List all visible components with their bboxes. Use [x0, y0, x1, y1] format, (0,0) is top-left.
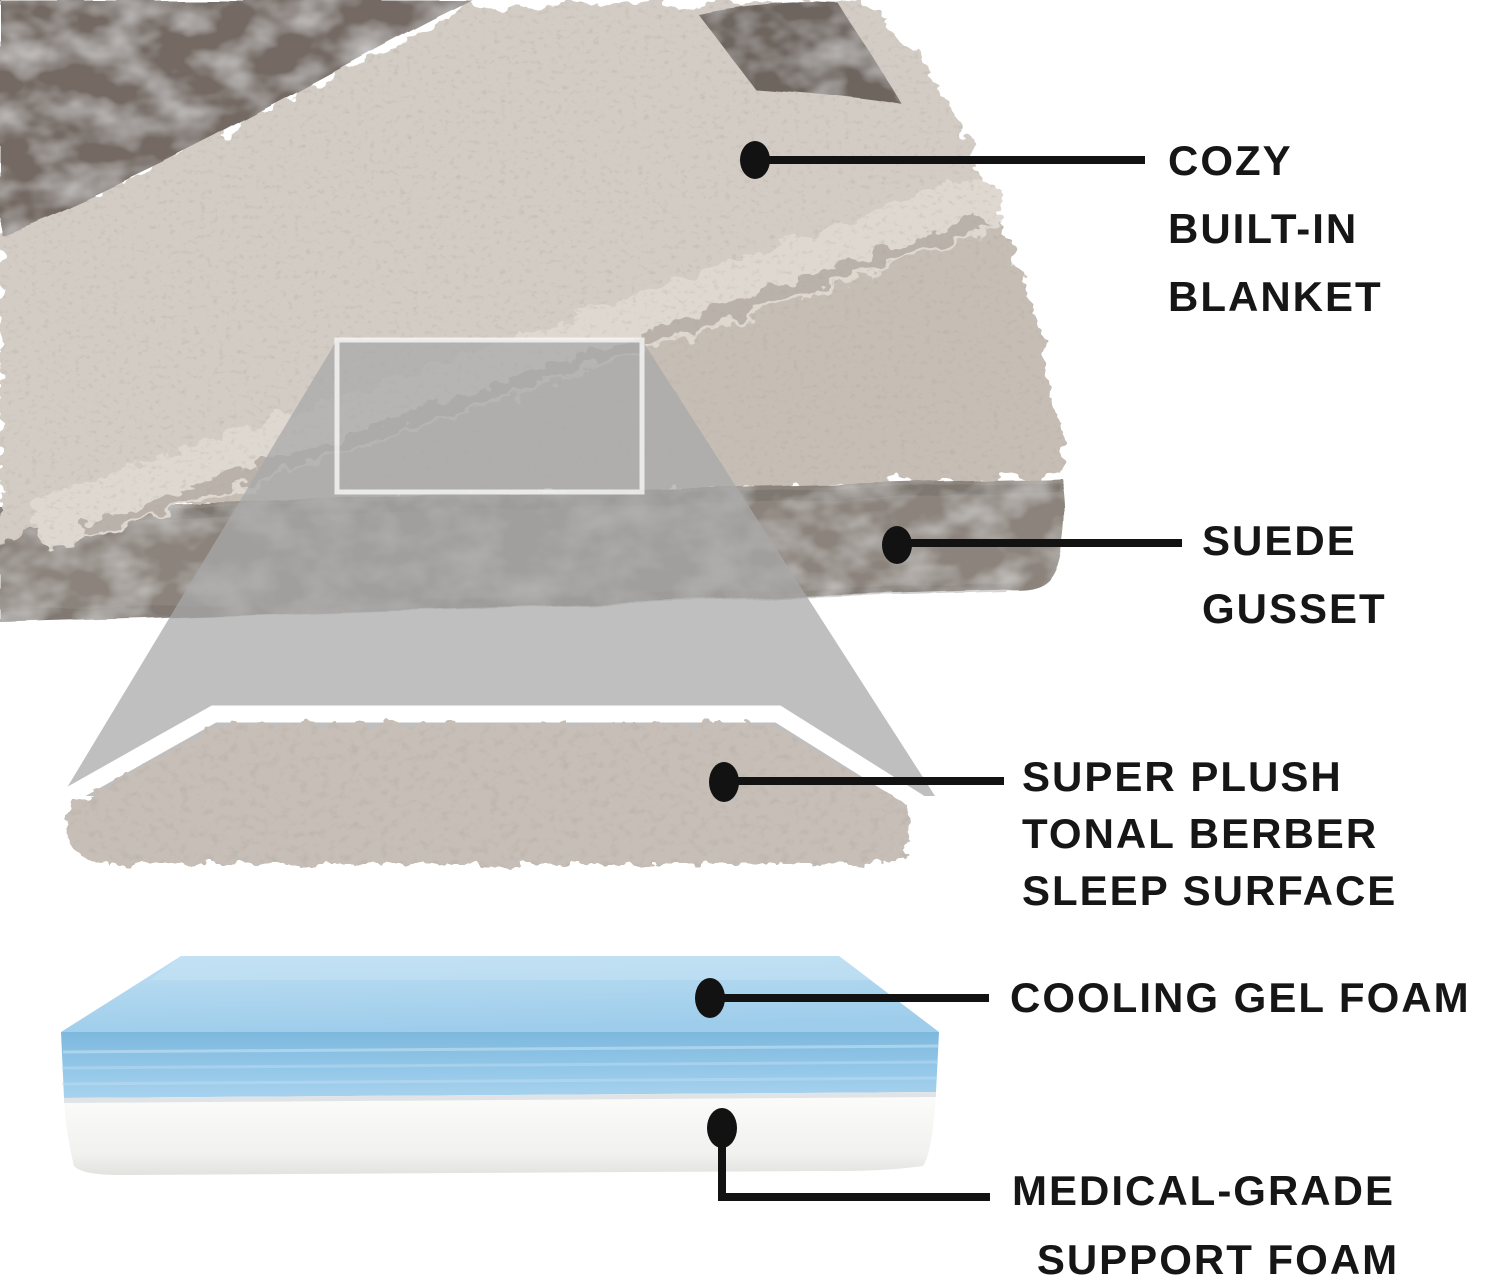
callout-line-sleep-surface [727, 777, 1004, 785]
berber-swatch [66, 724, 911, 864]
callout-label-line: BUILT-IN [1168, 205, 1359, 252]
callout-label-line: MEDICAL-GRADE [1012, 1167, 1395, 1214]
blanket-corner-flap [698, 2, 904, 107]
callout-label-sleep-surface: SUPER PLUSH TONAL BERBER SLEEP SURFACE [1022, 748, 1397, 919]
callout-label-cooling-gel-foam: COOLING GEL FOAM [1010, 969, 1471, 1026]
callout-label-line: SUPPORT FOAM [1036, 1236, 1400, 1283]
callout-label-line: TONAL BERBER [1022, 810, 1379, 857]
callout-label-built-in-blanket: COZY BUILT-IN BLANKET [1168, 127, 1383, 331]
foam-layers [61, 956, 939, 1175]
callout-label-line: COZY [1168, 137, 1293, 184]
callout-label-line: SLEEP SURFACE [1022, 867, 1398, 914]
callout-line-cooling-gel-foam [712, 994, 989, 1002]
zoom-projection-beam [62, 340, 935, 796]
callout-line-built-in-blanket [756, 156, 1145, 164]
callout-line-suede-gusset [900, 539, 1182, 547]
callout-label-line: SUPER PLUSH [1022, 753, 1343, 800]
callout-label-line: COOLING GEL FOAM [1010, 974, 1471, 1021]
callout-label-line: SUEDE [1202, 517, 1357, 564]
blanket-suede-corner [0, 0, 472, 234]
support-foam-front-face [64, 1092, 936, 1175]
callout-label-line: BLANKET [1168, 273, 1383, 320]
magnifier-rectangle [334, 337, 645, 495]
callout-label-line: GUSSET [1202, 585, 1387, 632]
callout-line-support-foam [718, 1193, 990, 1201]
callout-label-suede-gusset: SUEDE GUSSET [1202, 507, 1387, 643]
callout-line-support-foam-vertical [718, 1132, 726, 1201]
sherpa-blanket [0, 2, 985, 544]
zoom-highlight-band [45, 705, 927, 813]
callout-label-support-foam: MEDICAL-GRADE SUPPORT FOAM [1012, 1156, 1424, 1285]
